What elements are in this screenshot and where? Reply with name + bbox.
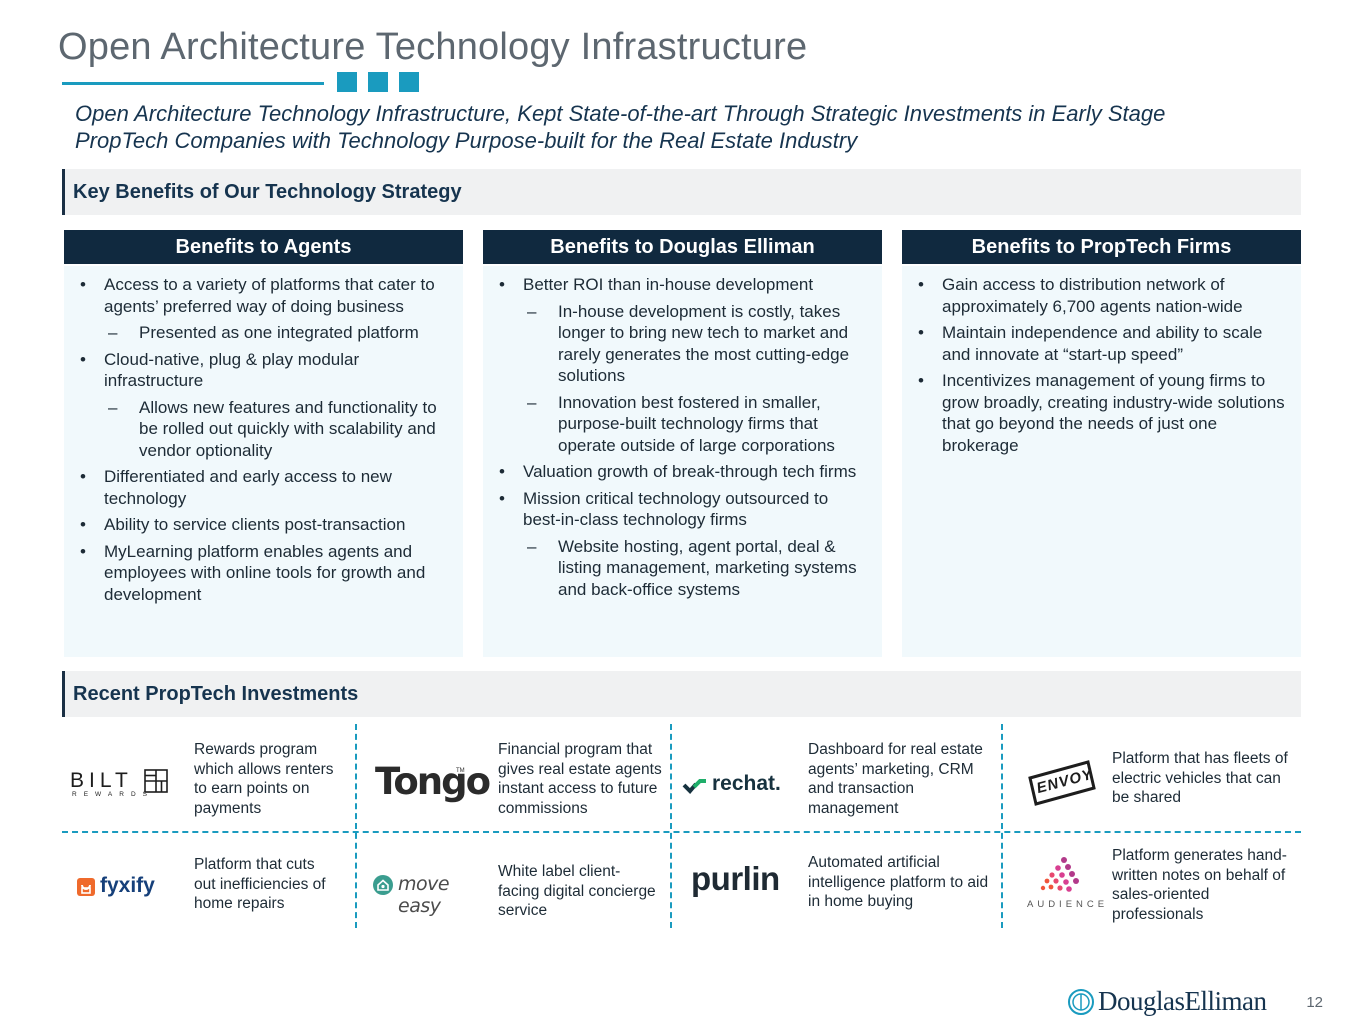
grid-divider-vertical-2 <box>670 724 672 928</box>
grid-divider-vertical-1 <box>355 724 357 928</box>
tongo-logo: Tongo TM <box>375 760 491 804</box>
douglas-elliman-emblem-icon <box>1068 989 1094 1015</box>
title-underline <box>62 82 324 85</box>
house-circle-icon <box>373 875 393 895</box>
fyxify-logo-text: fyxify <box>100 874 155 897</box>
benefits-list-douglas-elliman: Better ROI than in-house developmentIn-h… <box>497 274 868 600</box>
column-header-proptech-firms: Benefits to PropTech Firms <box>902 230 1301 264</box>
bullet-item: Better ROI than in-house development <box>497 274 868 296</box>
tongo-description: Financial program that gives real estate… <box>498 741 662 817</box>
rechat-check-icon <box>682 779 706 794</box>
bullet-item: Maintain independence and ability to sca… <box>916 322 1287 365</box>
column-body-douglas-elliman: Better ROI than in-house developmentIn-h… <box>483 266 882 657</box>
rechat-logo-text: rechat. <box>712 772 781 795</box>
section-recent-investments: Recent PropTech Investments <box>62 671 1301 717</box>
tongo-logo-text: Tongo <box>375 760 491 803</box>
subtitle-line-2: PropTech Companies with Technology Purpo… <box>75 128 858 153</box>
move-easy-description: White label client-facing digital concie… <box>498 863 656 919</box>
douglas-elliman-wordmark: DouglasElliman <box>1098 986 1267 1016</box>
subtitle-line-1: Open Architecture Technology Infrastruct… <box>75 101 1166 126</box>
move-easy-logo: move easy <box>372 872 482 917</box>
page-subtitle: Open Architecture Technology Infrastruct… <box>75 100 1275 154</box>
sub-bullet-item: Allows new features and functionality to… <box>78 397 449 462</box>
purlin-description: Automated artificial intelligence platfo… <box>808 854 989 910</box>
sub-bullet-item: Presented as one integrated platform <box>78 322 449 344</box>
section-key-benefits-title: Key Benefits of Our Technology Strategy <box>73 181 462 203</box>
audience-description: Platform generates hand-written notes on… <box>1112 847 1287 923</box>
bullet-item: Access to a variety of platforms that ca… <box>78 274 449 317</box>
page-number: 12 <box>1306 994 1323 1011</box>
fyxify-logo: fyxify <box>76 874 176 900</box>
purlin-logo: purlin <box>691 860 791 900</box>
bullet-item: Cloud-native, plug & play modular infras… <box>78 349 449 392</box>
investments-grid: BILT REWARDS Rewards program which allow… <box>62 724 1301 928</box>
sub-bullet-item: Website hosting, agent portal, deal & li… <box>497 536 868 601</box>
bilt-grid-icon <box>144 769 168 793</box>
bullet-item: Differentiated and early access to new t… <box>78 466 449 509</box>
bullet-item: Gain access to distribution network of a… <box>916 274 1287 317</box>
envoy-description: Platform that has fleets of electric veh… <box>1112 750 1288 806</box>
bilt-description: Rewards program which allows renters to … <box>194 741 334 817</box>
bullet-item: Incentivizes management of young firms t… <box>916 370 1287 456</box>
benefits-list-agents: Access to a variety of platforms that ca… <box>78 274 449 605</box>
title-square-3 <box>399 72 419 92</box>
benefits-list-proptech-firms: Gain access to distribution network of a… <box>916 274 1287 456</box>
bullet-item: Valuation growth of break-through tech f… <box>497 461 868 483</box>
bullet-item: MyLearning platform enables agents and e… <box>78 541 449 606</box>
column-body-proptech-firms: Gain access to distribution network of a… <box>902 266 1301 657</box>
grid-divider-horizontal <box>62 831 1301 833</box>
sub-bullet-item: Innovation best fostered in smaller, pur… <box>497 392 868 457</box>
bilt-logo-text: BILT <box>70 769 133 792</box>
column-header-douglas-elliman: Benefits to Douglas Elliman <box>483 230 882 264</box>
audience-logo: AUDIENCE <box>1027 854 1107 914</box>
title-square-1 <box>337 72 357 92</box>
sub-bullet-item: In-house development is costly, takes lo… <box>497 301 868 387</box>
rechat-logo: rechat. <box>682 772 792 798</box>
audience-dots-icon <box>1040 857 1079 892</box>
bullet-item: Mission critical technology outsourced t… <box>497 488 868 531</box>
bilt-rewards-logo: BILT REWARDS <box>70 769 170 799</box>
envoy-frame-icon <box>1028 760 1096 806</box>
tongo-trademark: TM <box>456 768 465 774</box>
section-recent-investments-title: Recent PropTech Investments <box>73 683 359 705</box>
envoy-logo: ENVOY <box>1024 756 1099 812</box>
audience-logo-text: AUDIENCE <box>1027 899 1109 910</box>
fyxify-box-icon <box>77 878 95 896</box>
grid-divider-vertical-3 <box>1001 724 1003 928</box>
purlin-logo-text: purlin <box>691 860 780 897</box>
column-body-agents: Access to a variety of platforms that ca… <box>64 266 463 657</box>
move-easy-logo-text: move easy <box>398 873 450 917</box>
fyxify-description: Platform that cuts out inefficiencies of… <box>194 856 326 912</box>
page-title: Open Architecture Technology Infrastruct… <box>58 26 808 68</box>
bilt-logo-subtext: REWARDS <box>72 791 154 798</box>
rechat-description: Dashboard for real estate agents’ market… <box>808 741 983 817</box>
section-key-benefits: Key Benefits of Our Technology Strategy <box>62 169 1301 215</box>
title-square-2 <box>368 72 388 92</box>
bullet-item: Ability to service clients post-transact… <box>78 514 449 536</box>
column-header-agents: Benefits to Agents <box>64 230 463 264</box>
